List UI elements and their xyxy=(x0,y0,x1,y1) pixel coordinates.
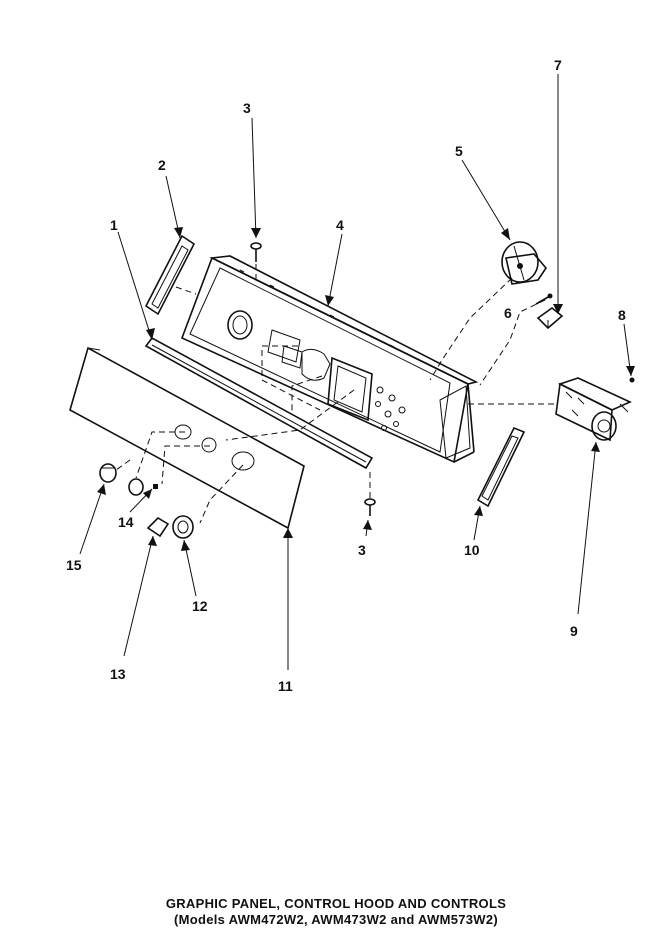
callout-12: 12 xyxy=(192,598,208,614)
callout-15: 15 xyxy=(66,557,82,573)
knob-15-part xyxy=(99,463,117,483)
bracket-part xyxy=(536,306,564,330)
callout-10: 10 xyxy=(464,542,480,558)
small-screw-part xyxy=(535,293,553,305)
right-end-cap-part xyxy=(476,426,526,508)
screw-top-part xyxy=(250,242,262,262)
callout-3-top: 3 xyxy=(243,100,251,116)
timer-part xyxy=(555,377,632,442)
graphic-panel-part xyxy=(69,346,305,530)
callout-9: 9 xyxy=(570,623,578,639)
control-hood-part xyxy=(180,255,479,464)
callout-5: 5 xyxy=(455,143,463,159)
screw-bottom-part xyxy=(364,498,376,516)
callout-6: 6 xyxy=(504,305,512,321)
callout-4: 4 xyxy=(336,217,344,233)
callout-11: 11 xyxy=(278,678,293,694)
callout-labels: 1 2 3 4 5 6 7 8 9 10 3 11 12 13 14 15 xyxy=(66,57,626,694)
trim-strip-part xyxy=(144,336,374,470)
knob-12-part xyxy=(172,515,194,539)
switch-part xyxy=(501,241,548,285)
callout-13: 13 xyxy=(110,666,126,682)
assembly-lines xyxy=(115,264,556,524)
callout-8: 8 xyxy=(618,307,626,323)
diagram-caption-title: GRAPHIC PANEL, CONTROL HOOD AND CONTROLS xyxy=(165,896,507,911)
callout-7: 7 xyxy=(554,57,562,73)
callout-3-bottom: 3 xyxy=(358,542,366,558)
knob-14-part xyxy=(128,478,158,496)
callout-14: 14 xyxy=(118,514,134,530)
left-end-cap-part xyxy=(144,234,196,316)
timer-screw-part xyxy=(629,377,635,383)
knob-13-part xyxy=(146,516,170,538)
callout-1: 1 xyxy=(110,217,118,233)
diagram-caption-models: (Models AWM472W2, AWM473W2 and AWM573W2) xyxy=(173,912,499,927)
leader-arrows xyxy=(79,74,635,670)
callout-2: 2 xyxy=(158,157,166,173)
